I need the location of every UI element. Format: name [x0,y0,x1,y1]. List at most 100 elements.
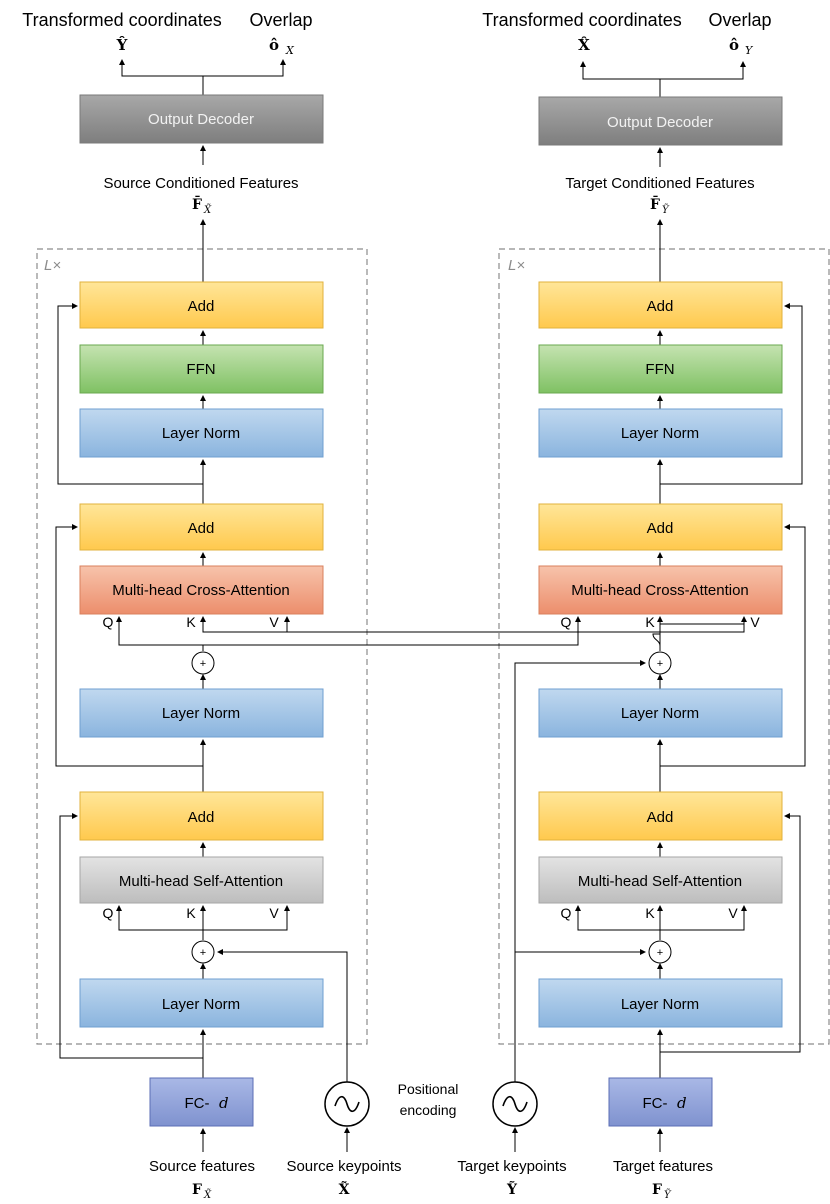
left-conditioned-symbol: F̄ [192,194,202,213]
left-keypoints-to-plus-arrow [217,949,348,1082]
left-conditioned-subscript: X̃ [203,204,212,216]
left-features-symbol: F [192,1182,202,1198]
right-decoder-to-overlap-arrow [660,61,746,80]
left-self-v-label: V [269,905,279,921]
left-repeat-box [36,248,368,1045]
positional-encoding-label-line2: encoding [400,1102,457,1118]
left-self-attention [79,856,324,904]
right-residual-top [660,303,803,485]
left-plus-cross-label: + [200,658,206,670]
right-fc-d-label: d [677,1094,687,1112]
right-ffn-label: FFN [645,361,674,378]
right-overlap-title: Overlap [708,10,771,30]
right-conditioned-symbol: F̄ [650,194,660,213]
left-branch: L× Transformed coordinates Overlap Ŷ ô X… [22,10,401,1201]
left-output-decoder-label: Output Decoder [148,111,254,128]
right-plus-to-v-arrow [659,616,747,646]
left-cross-k-label: K [186,614,196,630]
right-self-v-label: V [728,905,738,921]
right-self-k-label: K [645,905,655,921]
left-sine-wave-icon [334,1095,360,1113]
left-output-symbol: Ŷ [116,36,128,54]
right-features-subscript: Ỹ [664,1189,672,1201]
left-decoder-to-output-arrow [119,59,204,95]
left-overlap-subscript: X [285,44,295,57]
left-residual-mid [55,524,203,767]
left-residual-top [57,303,203,485]
right-add-mid [538,503,783,551]
right-branch: L× Transformed coordinates Overlap X̂ ô … [457,10,830,1201]
left-add-top-label: Add [188,298,215,315]
left-ffn [79,344,324,394]
left-add-mid-label: Add [188,520,215,537]
left-keypoints-label: Source keypoints [286,1158,401,1175]
left-overlap-title: Overlap [249,10,312,30]
left-cross-attention-label: Multi-head Cross-Attention [112,582,290,599]
right-add-low-label: Add [647,809,674,826]
left-cross-attention [79,565,324,615]
right-self-v-arrow [660,905,747,931]
right-layer-norm-top [538,408,783,458]
right-repeat-box [498,248,830,1045]
right-sine-wave-icon [502,1095,528,1113]
right-layer-norm-mid-label: Layer Norm [621,705,699,722]
right-repeat-label: L× [508,257,525,274]
right-overlap-subscript: Y [745,44,754,57]
left-cross-q-label: Q [103,614,114,630]
left-self-q-label: Q [103,905,114,921]
right-add-top-label: Add [647,298,674,315]
right-features-symbol: F [652,1182,662,1198]
right-layer-norm-low-label: Layer Norm [621,996,699,1013]
right-residual-mid [660,524,806,767]
right-layer-norm-low [538,978,783,1028]
right-keypoints-symbol: Ỹ [506,1179,518,1198]
left-keypoints-symbol: X̃ [339,1180,350,1198]
left-layer-norm-top-label: Layer Norm [162,425,240,442]
left-layer-norm-low-label: Layer Norm [162,996,240,1013]
left-decoder-to-overlap-arrow [203,59,286,77]
right-keypoints-to-plus-cross-arrow [514,660,646,952]
right-self-attention-label: Multi-head Self-Attention [578,873,742,890]
left-add-top [79,281,324,329]
right-plus-cross-label: + [657,658,663,670]
left-add-low [79,791,324,841]
right-self-attention [538,856,783,904]
right-output-symbol: X̂ [578,36,590,54]
left-add-mid [79,503,324,551]
left-layer-norm-mid [79,688,324,738]
right-fc-d [608,1077,713,1127]
right-conditioned-features-label: Target Conditioned Features [565,175,754,192]
left-layer-norm-top [79,408,324,458]
left-cross-v-label: V [269,614,279,630]
left-conditioned-features-label: Source Conditioned Features [103,175,298,192]
right-cross-v-label: V [750,614,760,630]
right-cross-attention-label: Multi-head Cross-Attention [571,582,749,599]
left-plus-self-label: + [200,947,206,959]
left-layer-norm-low [79,978,324,1028]
right-output-decoder-label: Output Decoder [607,114,713,131]
right-add-low [538,791,783,841]
left-ffn-label: FFN [186,361,215,378]
right-add-mid-label: Add [647,520,674,537]
left-features-label: Source features [149,1158,255,1175]
right-conditioned-subscript: Ỹ [662,204,670,216]
right-add-top [538,281,783,329]
left-fc-d [149,1077,254,1127]
left-self-v-arrow [203,905,290,931]
right-fc-label: FC- [643,1095,668,1112]
left-to-right-q-connection [203,632,579,646]
right-overlap-symbol: ô [729,36,739,54]
left-overlap-symbol: ô [269,36,279,54]
right-residual-low [660,813,801,1053]
left-residual-low [59,813,203,1059]
right-output-decoder [538,96,783,146]
right-features-label: Target features [613,1158,713,1175]
left-layer-norm-mid-label: Layer Norm [162,705,240,722]
left-self-k-label: K [186,905,196,921]
left-self-attention-label: Multi-head Self-Attention [119,873,283,890]
left-fc-d-label: d [219,1094,229,1112]
right-decoder-to-output-arrow [580,61,661,97]
right-ffn [538,344,783,394]
right-cross-k-label: K [645,614,655,630]
